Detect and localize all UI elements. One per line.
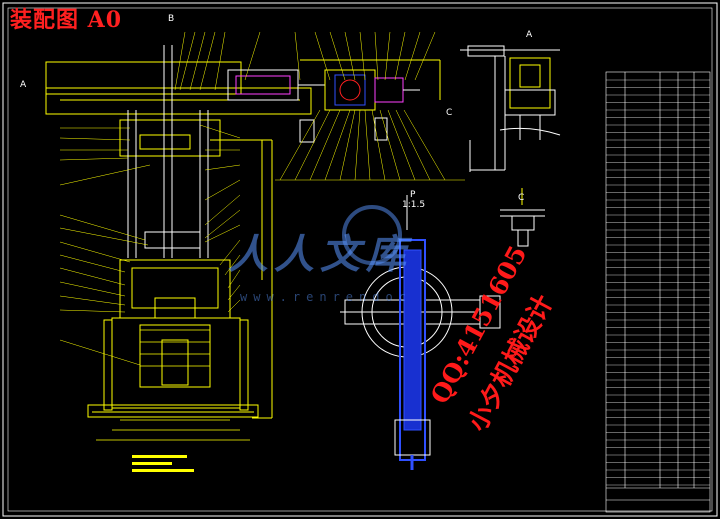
- section-p-label: P: [410, 190, 416, 200]
- parts-list: [605, 71, 711, 513]
- section-p-scale: 1:1.5: [402, 200, 426, 210]
- leader-lines-top: [174, 31, 436, 91]
- leader-lines-left: [59, 127, 151, 366]
- section-c-detail-label: C: [518, 193, 525, 203]
- section-b-label: B: [168, 14, 175, 24]
- p-view: [340, 195, 501, 470]
- front-view: [45, 45, 312, 419]
- drawing-inner-frame: [7, 7, 713, 512]
- parts-list-rows: [606, 79, 710, 486]
- leader-lines-right: [199, 124, 241, 313]
- section-c-detail: [500, 188, 545, 247]
- watermark-url: www.renrendoc: [240, 290, 412, 304]
- scale-bars: [132, 455, 194, 472]
- dimension-lines: [96, 329, 250, 441]
- section-c-arrow-label: C: [446, 108, 453, 118]
- watermark-site-name: 人人文库: [228, 231, 412, 278]
- top-cylinder: [227, 59, 441, 143]
- section-a-view: [460, 45, 561, 172]
- section-a-left-label: A: [20, 80, 27, 90]
- watermark-logo-ring: [342, 205, 402, 265]
- drawing-title: 装配图 A0: [10, 7, 123, 33]
- section-a-top-label: A: [526, 30, 533, 40]
- leader-lines-bottom: [275, 109, 465, 181]
